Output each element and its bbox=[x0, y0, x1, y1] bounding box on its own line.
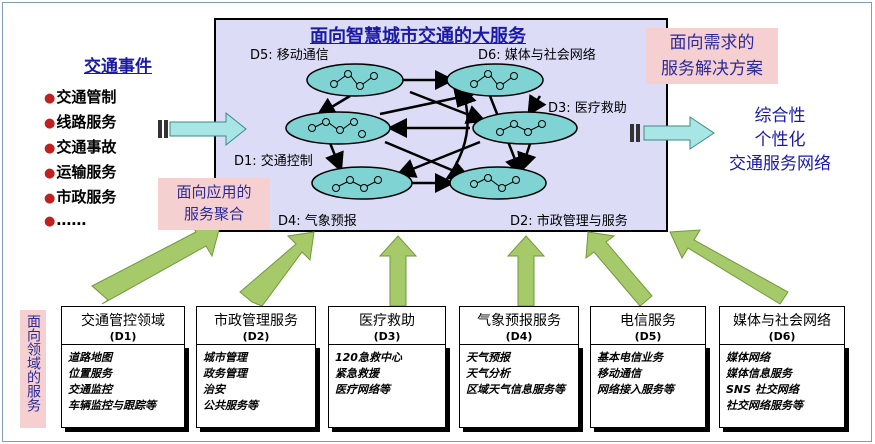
domain-code: (D6) bbox=[768, 330, 796, 343]
domain-item: 区域天气信息服务等 bbox=[466, 383, 565, 396]
domain-item: SNS 社交网络 bbox=[726, 383, 799, 396]
label-d4: D4: 气象预报 bbox=[278, 214, 357, 229]
domain-item: 公共服务等 bbox=[203, 399, 258, 412]
node-d5 bbox=[306, 63, 404, 97]
domain-items: 天气预报 天气分析 区域天气信息服务等 bbox=[459, 344, 579, 428]
domain-item: 医疗网络等 bbox=[335, 383, 390, 396]
demand-callout-line: 服务解决方案 bbox=[661, 59, 763, 79]
domain-name: 气象预报服务 bbox=[477, 313, 561, 329]
output-description: 综合性 个性化 交通服务网络 bbox=[700, 104, 860, 176]
node-d2 bbox=[449, 166, 547, 200]
demand-callout: 面向需求的 服务解决方案 bbox=[646, 28, 778, 84]
domain-items: 120急救中心 紧急救援 医疗网络等 bbox=[328, 344, 446, 428]
domain-code: (D2) bbox=[242, 330, 270, 343]
node-d3 bbox=[472, 111, 578, 145]
domain-item: 媒体网络 bbox=[726, 351, 770, 364]
domain-d3: 医疗救助 (D3) 120急救中心 紧急救援 医疗网络等 bbox=[328, 306, 446, 434]
domain-item: 天气预报 bbox=[466, 351, 510, 364]
domain-item: 政务管理 bbox=[203, 367, 247, 380]
output-arrow bbox=[630, 116, 715, 150]
domain-arrows bbox=[91, 221, 789, 307]
domain-d5: 电信服务 (D5) 基本电信业务 移动通信 网络接入服务等 bbox=[590, 306, 706, 434]
side-label-text: 面向领域的服务 bbox=[25, 314, 41, 412]
domain-header: 市政管理服务 (D2) bbox=[196, 306, 316, 346]
domain-header: 电信服务 (D5) bbox=[590, 306, 706, 346]
domain-items: 道路地图 位置服务 交通监控 车辆监控与跟踪等 bbox=[61, 344, 185, 428]
domain-name: 电信服务 bbox=[620, 313, 676, 329]
domain-d4: 气象预报服务 (D4) 天气预报 天气分析 区域天气信息服务等 bbox=[459, 306, 579, 434]
domain-name: 医疗救助 bbox=[359, 313, 415, 329]
domain-code: (D3) bbox=[373, 330, 401, 343]
bullet-icon: ● bbox=[44, 116, 56, 131]
event-item: ●…… bbox=[44, 211, 87, 229]
domain-code: (D5) bbox=[634, 330, 662, 343]
domain-header: 医疗救助 (D3) bbox=[328, 306, 446, 346]
domain-d1: 交通管控领域 (D1) 道路地图 位置服务 交通监控 车辆监控与跟踪等 bbox=[61, 306, 185, 434]
domain-item: 道路地图 bbox=[68, 351, 112, 364]
events-title: 交通事件 bbox=[84, 57, 152, 77]
domain-d2: 市政管理服务 (D2) 城市管理 政务管理 治安 公共服务等 bbox=[196, 306, 316, 434]
connection-arrows bbox=[315, 70, 547, 193]
bullet-icon: ● bbox=[44, 166, 56, 181]
domain-item: 紧急救援 bbox=[335, 367, 379, 380]
node-d4 bbox=[311, 166, 413, 200]
label-d6: D6: 媒体与社会网络 bbox=[478, 48, 596, 63]
application-callout-line: 服务聚合 bbox=[183, 205, 244, 223]
node-d1 bbox=[285, 111, 391, 145]
event-item: ●交通事故 bbox=[44, 138, 117, 156]
output-line: 综合性 bbox=[754, 106, 806, 126]
domain-header: 媒体与社会网络 (D6) bbox=[719, 306, 845, 346]
event-item: ●运输服务 bbox=[44, 163, 117, 181]
domain-item: 媒体信息服务 bbox=[726, 367, 792, 380]
bullet-icon: ● bbox=[44, 191, 56, 206]
domain-item: 移动通信 bbox=[597, 367, 641, 380]
domain-item: 天气分析 bbox=[466, 367, 510, 380]
domain-item: 网络接入服务等 bbox=[597, 383, 674, 396]
domain-name: 媒体与社会网络 bbox=[733, 313, 831, 329]
domain-item: 城市管理 bbox=[203, 351, 247, 364]
node-d6 bbox=[446, 63, 544, 97]
input-arrow bbox=[158, 111, 247, 147]
domain-item: 交通监控 bbox=[68, 383, 112, 396]
domain-header: 交通管控领域 (D1) bbox=[61, 306, 185, 346]
application-callout-line: 面向应用的 bbox=[176, 183, 252, 201]
domain-item: 120急救中心 bbox=[335, 351, 402, 364]
domain-items: 媒体网络 媒体信息服务 SNS 社交网络 社交网络服务等 bbox=[719, 344, 845, 428]
domain-code: (D4) bbox=[505, 330, 533, 343]
event-item: ●市政服务 bbox=[44, 188, 117, 206]
demand-callout-line: 面向需求的 bbox=[669, 33, 755, 53]
domain-name: 交通管控领域 bbox=[81, 313, 165, 329]
domain-header: 气象预报服务 (D4) bbox=[459, 306, 579, 346]
label-d1: D1: 交通控制 bbox=[234, 154, 313, 169]
domain-side-label: 面向领域的服务 bbox=[20, 310, 46, 428]
domain-item: 社交网络服务等 bbox=[726, 399, 803, 412]
label-d5: D5: 移动通信 bbox=[250, 48, 329, 63]
output-line: 交通服务网络 bbox=[729, 154, 831, 174]
bullet-icon: ● bbox=[44, 214, 56, 229]
label-d3: D3: 医疗救助 bbox=[548, 101, 627, 116]
domain-code: (D1) bbox=[109, 330, 137, 343]
output-line: 个性化 bbox=[754, 130, 806, 150]
domain-item: 基本电信业务 bbox=[597, 351, 663, 364]
domain-d6: 媒体与社会网络 (D6) 媒体网络 媒体信息服务 SNS 社交网络 社交网络服务… bbox=[719, 306, 845, 434]
main-title: 面向智慧城市交通的大服务 bbox=[310, 26, 526, 47]
domain-items: 基本电信业务 移动通信 网络接入服务等 bbox=[590, 344, 706, 428]
event-item: ●线路服务 bbox=[44, 113, 117, 131]
bullet-icon: ● bbox=[44, 91, 56, 106]
application-callout: 面向应用的 服务聚合 bbox=[158, 178, 270, 230]
label-d2: D2: 市政管理与服务 bbox=[510, 214, 628, 229]
domain-items: 城市管理 政务管理 治安 公共服务等 bbox=[196, 344, 316, 428]
domain-name: 市政管理服务 bbox=[214, 313, 298, 329]
event-item: ●交通管制 bbox=[44, 88, 117, 106]
domain-item: 车辆监控与跟踪等 bbox=[68, 399, 156, 412]
domain-item: 治安 bbox=[203, 383, 225, 396]
bullet-icon: ● bbox=[44, 141, 56, 156]
domain-item: 位置服务 bbox=[68, 367, 112, 380]
